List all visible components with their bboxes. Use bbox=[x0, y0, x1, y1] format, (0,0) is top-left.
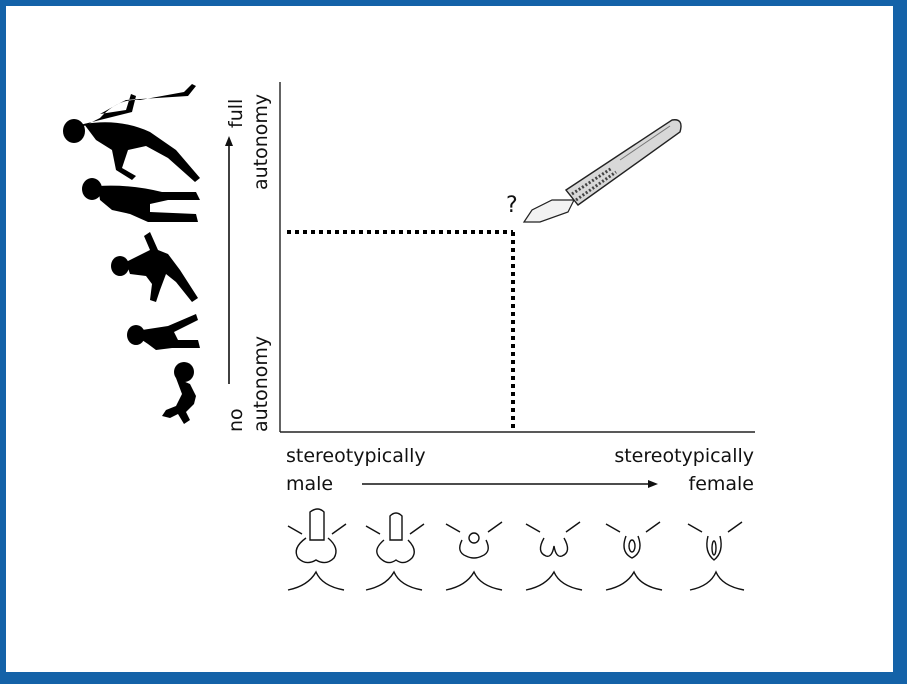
y-label-full-autonomy: autonomy bbox=[250, 94, 272, 190]
genital-stage-2-icon bbox=[365, 512, 425, 591]
genital-stage-5-icon bbox=[605, 521, 663, 591]
toddler-icon bbox=[127, 314, 200, 350]
adult-icon bbox=[63, 84, 200, 182]
genital-stage-3-icon bbox=[445, 521, 503, 591]
development-figures bbox=[63, 84, 200, 424]
genital-spectrum bbox=[287, 508, 745, 591]
adolescent-icon bbox=[82, 178, 200, 222]
autonomy-diagram: no autonomy full autonomy ? stereotypica… bbox=[63, 82, 755, 591]
genital-stage-6-icon bbox=[687, 521, 745, 591]
scalpel-icon bbox=[522, 119, 682, 223]
y-axis-arrowhead bbox=[225, 136, 233, 146]
genital-stage-1-icon bbox=[287, 508, 347, 591]
x-label-right-bottom: female bbox=[689, 473, 755, 495]
genital-stage-4-icon bbox=[525, 521, 583, 591]
x-label-right-top: stereotypically bbox=[614, 445, 754, 467]
x-label-left-top: stereotypically bbox=[286, 445, 426, 467]
child-running-icon bbox=[111, 232, 198, 302]
x-axis-arrowhead bbox=[648, 480, 658, 488]
x-label-left-bottom: male bbox=[286, 473, 333, 495]
question-mark: ? bbox=[506, 193, 518, 218]
slide-frame: no autonomy full autonomy ? stereotypica… bbox=[6, 6, 893, 672]
y-label-full: full bbox=[225, 99, 247, 128]
crawling-baby-icon bbox=[162, 362, 196, 424]
y-label-no-autonomy: autonomy bbox=[250, 336, 272, 432]
y-label-no: no bbox=[225, 408, 247, 432]
